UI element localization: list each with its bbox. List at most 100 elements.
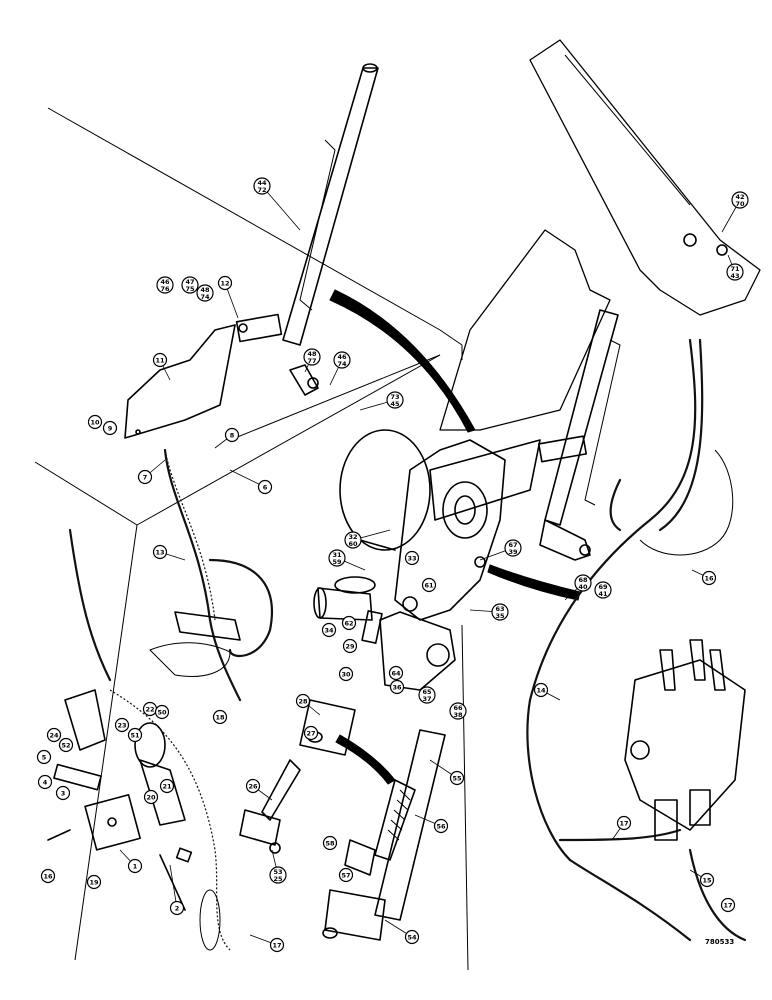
callout-circle (156, 276, 174, 294)
callout-circle (102, 420, 118, 436)
callout-number: 77 (307, 357, 316, 365)
callout-number: 11 (155, 356, 165, 364)
callout-number: 17 (272, 941, 281, 949)
drawing-reference-number: 780533 (705, 938, 735, 946)
callout-number: 8 (230, 431, 235, 439)
callout-number: 14 (536, 686, 546, 694)
callout-circle (388, 665, 404, 681)
callout-circle (295, 693, 311, 709)
callout-number: 23 (117, 721, 126, 729)
upper-right-lever (429, 233, 728, 561)
callout-number: 65 (422, 688, 432, 696)
callout-number: 15 (702, 876, 712, 884)
callout-circle (46, 727, 62, 743)
callout-circle (594, 581, 612, 599)
callout-52: 52 (58, 737, 74, 753)
callout-number: 32 (348, 533, 357, 541)
callout-circle (55, 785, 71, 801)
callout-5: 5 (36, 749, 52, 765)
callout-number: 13 (155, 548, 164, 556)
callout-circle (533, 682, 549, 698)
callout-number: 52 (61, 741, 70, 749)
callout-number: 20 (146, 793, 156, 801)
frame-outline (34, 39, 761, 971)
callout-7: 7 (137, 459, 166, 485)
callout-11: 11 (152, 352, 171, 381)
callout-29: 29 (342, 638, 358, 654)
callout-circle (616, 815, 632, 831)
callout-number: 44 (257, 179, 267, 187)
callout-62: 62 (341, 615, 357, 631)
callout-20: 20 (143, 789, 159, 805)
callout-circle (253, 177, 271, 195)
callout-57: 57 (338, 867, 354, 883)
callout-12: 12 (217, 275, 239, 319)
callout-26: 26 (245, 778, 273, 801)
callout-circle (433, 818, 449, 834)
callout-13: 13 (152, 544, 186, 561)
callout-27: 27 (303, 725, 319, 741)
callout-number: 30 (341, 670, 351, 678)
callout-number: 16 (704, 574, 714, 582)
callout-24: 24 (46, 727, 62, 743)
callout-30: 30 (338, 666, 354, 682)
callout-circle (224, 427, 240, 443)
callout-circle (269, 866, 287, 884)
callout-number: 66 (453, 704, 463, 712)
callout-circle (404, 550, 420, 566)
callout-circle (404, 929, 420, 945)
callout-circle (257, 479, 273, 495)
callout-number: 54 (407, 933, 417, 941)
wiring (68, 338, 747, 951)
callout-number: 43 (730, 272, 739, 280)
callout-circle (152, 544, 168, 560)
callout-number: 1 (133, 862, 138, 870)
callout-number: 35 (495, 612, 505, 620)
callout-circle (58, 737, 74, 753)
callout-circle (328, 549, 346, 567)
direction-arrows (329, 289, 581, 785)
callout-number: 29 (345, 642, 355, 650)
callout-9: 9 (102, 420, 118, 436)
callout-number: 31 (332, 551, 342, 559)
callout-number: 12 (220, 279, 229, 287)
callout-number: 62 (344, 619, 353, 627)
callout-circle (127, 858, 143, 874)
callout-circle (269, 937, 285, 953)
callout-number: 48 (200, 286, 210, 294)
upper-left-lever (124, 63, 379, 439)
callout-number: 17 (619, 819, 628, 827)
callout-circle (321, 622, 337, 638)
callout-number: 42 (735, 193, 744, 201)
callout-number: 74 (337, 360, 347, 368)
callout-number: 55 (452, 774, 462, 782)
callout-number: 28 (298, 697, 308, 705)
callout-number: 41 (598, 590, 608, 598)
callout-circle (196, 284, 214, 302)
callout-number: 56 (436, 822, 446, 830)
callout-circle (169, 900, 185, 916)
callout-16a: 16 (691, 569, 717, 586)
callout-circle (338, 666, 354, 682)
callout-number: 21 (162, 782, 172, 790)
callout-number: 9 (108, 424, 113, 432)
callout-8: 8 (214, 427, 240, 449)
callout-circle (114, 717, 130, 733)
callout-number: 67 (508, 541, 517, 549)
callout-18: 18 (212, 709, 228, 725)
callout-56: 56 (414, 814, 449, 834)
callout-circle (449, 702, 467, 720)
callout-number: 6 (263, 483, 268, 491)
callout-number: 69 (598, 583, 608, 591)
